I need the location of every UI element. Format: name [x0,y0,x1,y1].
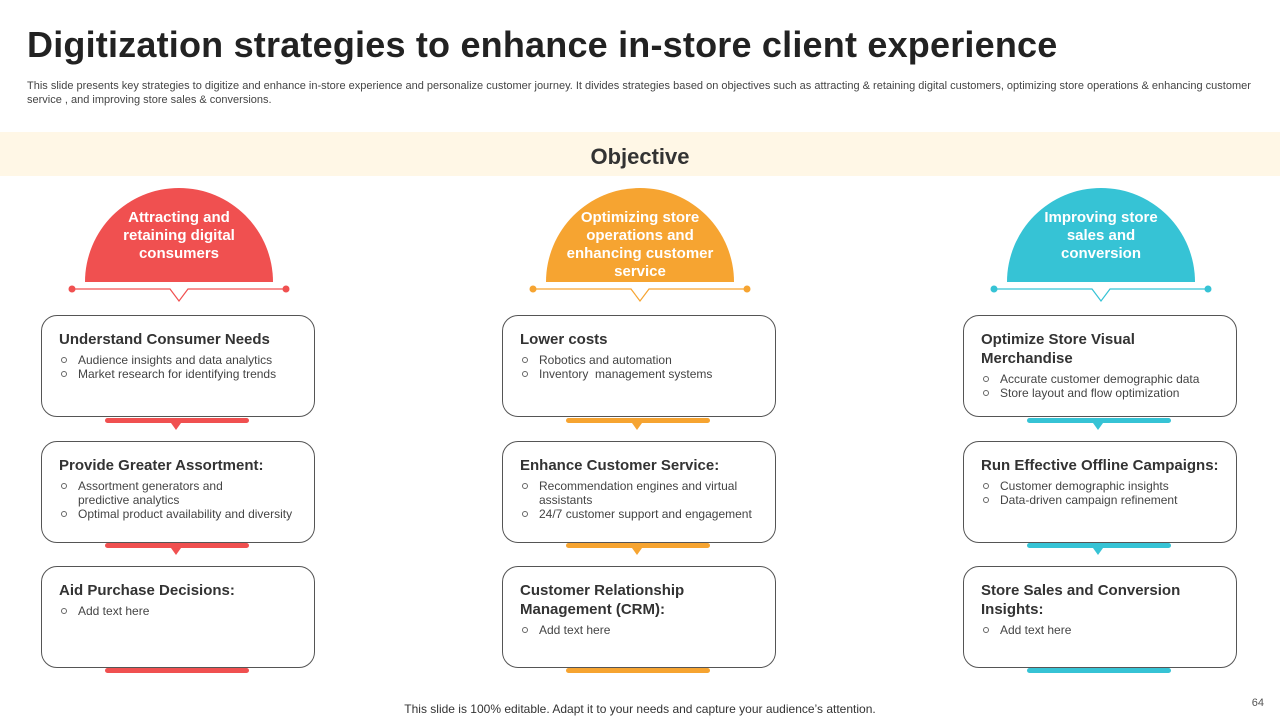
connector-line [68,285,290,302]
objective-column-optimizing: Optimizing store operations and enhancin… [489,0,789,720]
card-bullet: Market research for identifying trends [59,367,298,381]
slide-subtitle: This slide presents key strategies to di… [27,80,1251,106]
card-bullet: Customer demographic insights [981,479,1220,493]
card-bullet: Optimal product availability and diversi… [59,507,298,521]
footer-note: This slide is 100% editable. Adapt it to… [404,702,876,716]
card-accent-bar [566,668,710,673]
card-title: Run Effective Offline Campaigns: [981,457,1219,474]
card-accent-bar [105,543,249,548]
card-bullet: Add text here [520,623,759,637]
page-number: 64 [1251,697,1264,709]
card-bullets: Recommendation engines and virtual assis… [520,479,759,521]
card-accent-bar [105,418,249,423]
card-bullets: Robotics and automation Inventory manage… [520,353,759,381]
down-pointer-icon [1093,423,1103,430]
card-title: Store Sales and Conversion Insights: [981,582,1181,618]
card-bullet: Add text here [981,623,1220,637]
card-title: Customer Relationship Management (CRM): [520,582,685,618]
card-bullets: Add text here [520,623,759,637]
slide-title: Digitization strategies to enhance in-st… [27,24,1058,65]
strategy-card: Store Sales and Conversion Insights: Add… [963,566,1237,668]
card-title: Enhance Customer Service: [520,457,720,474]
card-bullet: Robotics and automation [520,353,759,367]
strategy-card: Run Effective Offline Campaigns: Custome… [963,441,1237,543]
down-pointer-icon [171,423,181,430]
card-title: Aid Purchase Decisions: [59,582,235,599]
card-accent-bar [566,543,710,548]
card-accent-bar [566,418,710,423]
down-pointer-icon [632,548,642,555]
card-bullet: Accurate customer demographic data [981,372,1220,386]
card-bullet: Recommendation engines and virtual assis… [520,479,749,507]
card-bullet: Data-driven campaign refinement [981,493,1220,507]
card-bullet: 24/7 customer support and engagement [520,507,759,521]
card-bullet: Add text here [59,604,298,618]
card-title: Understand Consumer Needs [59,331,270,348]
card-bullet: Store layout and flow optimization [981,386,1220,400]
card-title: Optimize Store Visual Merchandise [981,331,1135,367]
strategy-card: Lower costs Robotics and automation Inve… [502,315,776,417]
objective-band [0,132,1280,176]
card-bullet: Audience insights and data analytics [59,353,298,367]
card-bullet: Assortment generators and predictive ana… [59,479,238,507]
card-bullets: Accurate customer demographic data Store… [981,372,1220,400]
objective-heading: Improving store sales and conversion [1044,209,1158,262]
strategy-card: Aid Purchase Decisions: Add text here [41,566,315,668]
strategy-card: Provide Greater Assortment: Assortment g… [41,441,315,543]
objective-heading-dome: Optimizing store operations and enhancin… [546,188,734,282]
card-bullets: Customer demographic insights Data-drive… [981,479,1220,507]
down-pointer-icon [1093,548,1103,555]
strategy-card: Enhance Customer Service: Recommendation… [502,441,776,543]
objective-heading-dome: Improving store sales and conversion [1007,188,1195,282]
card-bullets: Audience insights and data analytics Mar… [59,353,298,381]
card-title: Provide Greater Assortment: [59,457,264,474]
card-bullets: Add text here [59,604,298,618]
down-pointer-icon [632,423,642,430]
objective-label: Objective [590,144,690,169]
objective-heading-dome: Attracting and retaining digital consume… [85,188,273,282]
card-accent-bar [1027,543,1171,548]
connector-line [990,285,1212,302]
card-bullets: Assortment generators and predictive ana… [59,479,298,521]
objective-column-improving: Improving store sales and conversion Opt… [950,0,1250,720]
objective-column-attracting: Attracting and retaining digital consume… [28,0,328,720]
objective-heading: Optimizing store operations and enhancin… [566,209,714,280]
down-pointer-icon [171,548,181,555]
strategy-card: Customer Relationship Management (CRM): … [502,566,776,668]
card-accent-bar [1027,668,1171,673]
card-accent-bar [1027,418,1171,423]
card-bullet: Inventory management systems [520,367,759,381]
strategy-card: Optimize Store Visual Merchandise Accura… [963,315,1237,417]
strategy-card: Understand Consumer Needs Audience insig… [41,315,315,417]
objective-heading: Attracting and retaining digital consume… [123,209,235,262]
connector-line [529,285,751,302]
card-accent-bar [105,668,249,673]
card-bullets: Add text here [981,623,1220,637]
card-title: Lower costs [520,331,608,348]
